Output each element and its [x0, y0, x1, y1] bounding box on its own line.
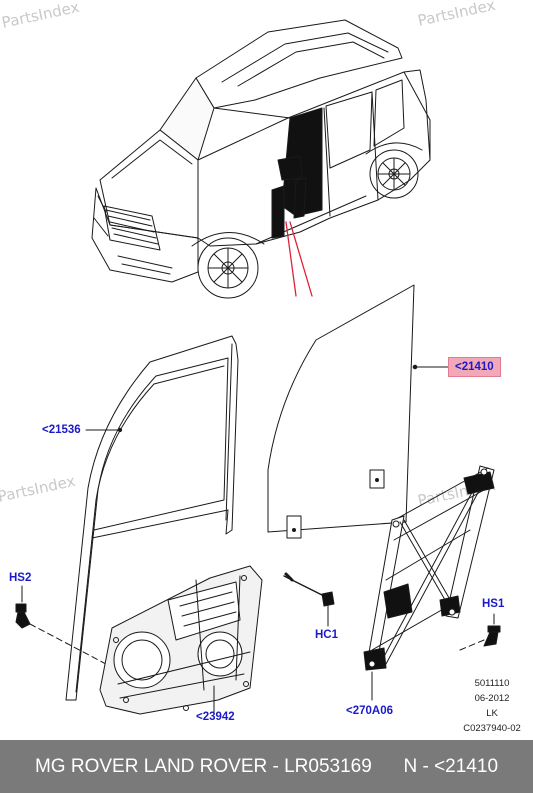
door-glass-part	[267, 284, 449, 539]
hc1-clip-part	[283, 572, 335, 627]
meta-line: C0237940-02	[463, 723, 521, 734]
footer-text: MG ROVER LAND ROVER - LR053169 N - <2141…	[34, 755, 499, 777]
callout-run-channel[interactable]: <21536	[42, 424, 81, 436]
glass-run-channel-part	[65, 335, 239, 701]
footer-bar: MG ROVER LAND ROVER - LR053169 N - <2141…	[0, 740, 533, 793]
callout-module[interactable]: <23942	[196, 711, 235, 723]
exploded-view-drawing	[15, 19, 501, 715]
meta-line: 06-2012	[474, 693, 510, 704]
meta-line: LK	[486, 708, 498, 719]
callout-glass[interactable]: <21410	[448, 357, 501, 377]
pointer-lines	[285, 221, 313, 297]
window-regulator-part	[363, 465, 495, 701]
meta-line: 5011110	[474, 678, 510, 689]
vehicle-illustration	[91, 19, 431, 299]
hs2-screw-part	[15, 603, 107, 665]
drawing-metadata: 5011110 06-2012 LK C0237940-02	[452, 676, 532, 736]
callout-hs1[interactable]: HS1	[482, 598, 505, 610]
door-module-panel-part	[99, 565, 263, 715]
callout-hs2[interactable]: HS2	[9, 572, 32, 584]
callout-regulator[interactable]: <270A06	[346, 705, 393, 717]
hs1-screw-part	[459, 613, 501, 651]
callout-hc1[interactable]: HC1	[315, 629, 339, 641]
